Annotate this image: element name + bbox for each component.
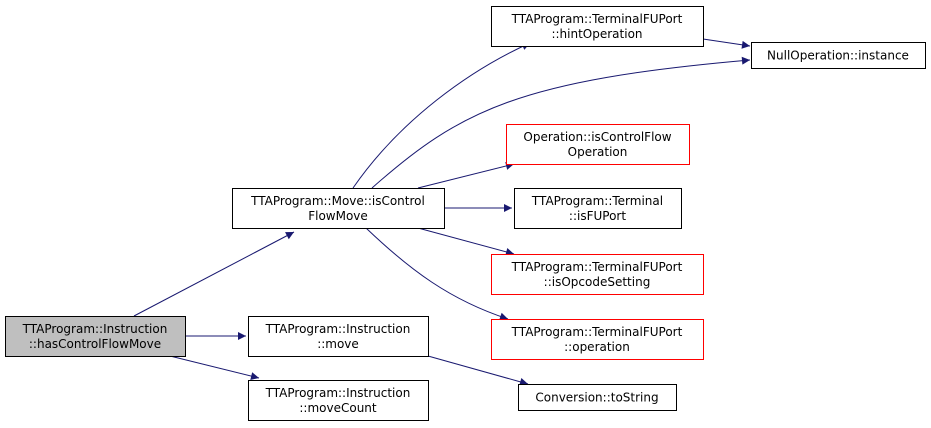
node-label-line: Conversion::toString [535, 391, 658, 405]
node-label-line: ::operation [564, 340, 630, 354]
node-isFUPort[interactable]: TTAProgram::Terminal::isFUPort [514, 188, 682, 229]
edge-isControlFlowMove-to-hintOperation [352, 42, 531, 189]
node-label-line: Operation [568, 145, 628, 159]
node-operation[interactable]: TTAProgram::TerminalFUPort::operation [491, 319, 704, 360]
node-label-line: TTAProgram::TerminalFUPort [511, 12, 683, 26]
node-label-line: TTAProgram::Move::isControl [250, 194, 425, 208]
node-box [751, 42, 926, 69]
node-label-line: Operation::isControlFlow [523, 130, 671, 144]
edge-isControlFlowMove-to-operation [365, 227, 509, 321]
node-hintOperation[interactable]: TTAProgram::TerminalFUPort::hintOperatio… [491, 6, 704, 47]
node-label-line: TTAProgram::Terminal [531, 194, 663, 208]
edge-instructionMove-to-toString [427, 355, 529, 386]
node-root: TTAProgram::Instruction::hasControlFlowM… [5, 316, 186, 357]
node-label-line: ::hintOperation [551, 27, 642, 41]
edge-isControlFlowMove-to-nullOperation [371, 56, 751, 189]
node-label-line: ::isOpcodeSetting [544, 275, 651, 289]
node-label-line: TTAProgram::Instruction [265, 386, 411, 400]
node-nullOperation[interactable]: NullOperation::instance [751, 42, 926, 69]
edge-hintOperation-to-nullOperation [702, 38, 751, 49]
node-box [5, 316, 186, 357]
node-box [491, 319, 704, 360]
node-isOpcodeSetting[interactable]: TTAProgram::TerminalFUPort::isOpcodeSett… [491, 254, 704, 295]
node-label-line: TTAProgram::TerminalFUPort [511, 325, 683, 339]
node-moveCount[interactable]: TTAProgram::Instruction::moveCount [248, 380, 429, 421]
edge-root-to-isControlFlowMove [133, 231, 295, 317]
node-box [491, 254, 704, 295]
node-box [248, 316, 429, 357]
node-box [248, 380, 429, 421]
node-instructionMove[interactable]: TTAProgram::Instruction::move [248, 316, 429, 357]
node-toString[interactable]: Conversion::toString [518, 384, 677, 411]
node-box [491, 6, 704, 47]
edge-isControlFlowMove-to-isControlFlowOperation [417, 162, 515, 189]
node-label-line: ::hasControlFlowMove [29, 337, 161, 351]
node-box [506, 124, 690, 165]
node-label-line: NullOperation::instance [767, 49, 909, 63]
node-box [232, 188, 445, 229]
node-label-line: ::isFUPort [569, 209, 626, 223]
node-label-line: FlowMove [308, 209, 368, 223]
node-label-line: ::moveCount [299, 401, 377, 415]
node-label-line: ::move [317, 337, 359, 351]
node-label-line: TTAProgram::Instruction [265, 322, 411, 336]
node-label-line: TTAProgram::Instruction [22, 322, 168, 336]
node-label-line: TTAProgram::TerminalFUPort [511, 260, 683, 274]
edge-root-to-moveCount [169, 355, 260, 380]
node-box [514, 188, 682, 229]
edge-isControlFlowMove-to-isOpcodeSetting [417, 227, 515, 256]
node-box [518, 384, 677, 411]
